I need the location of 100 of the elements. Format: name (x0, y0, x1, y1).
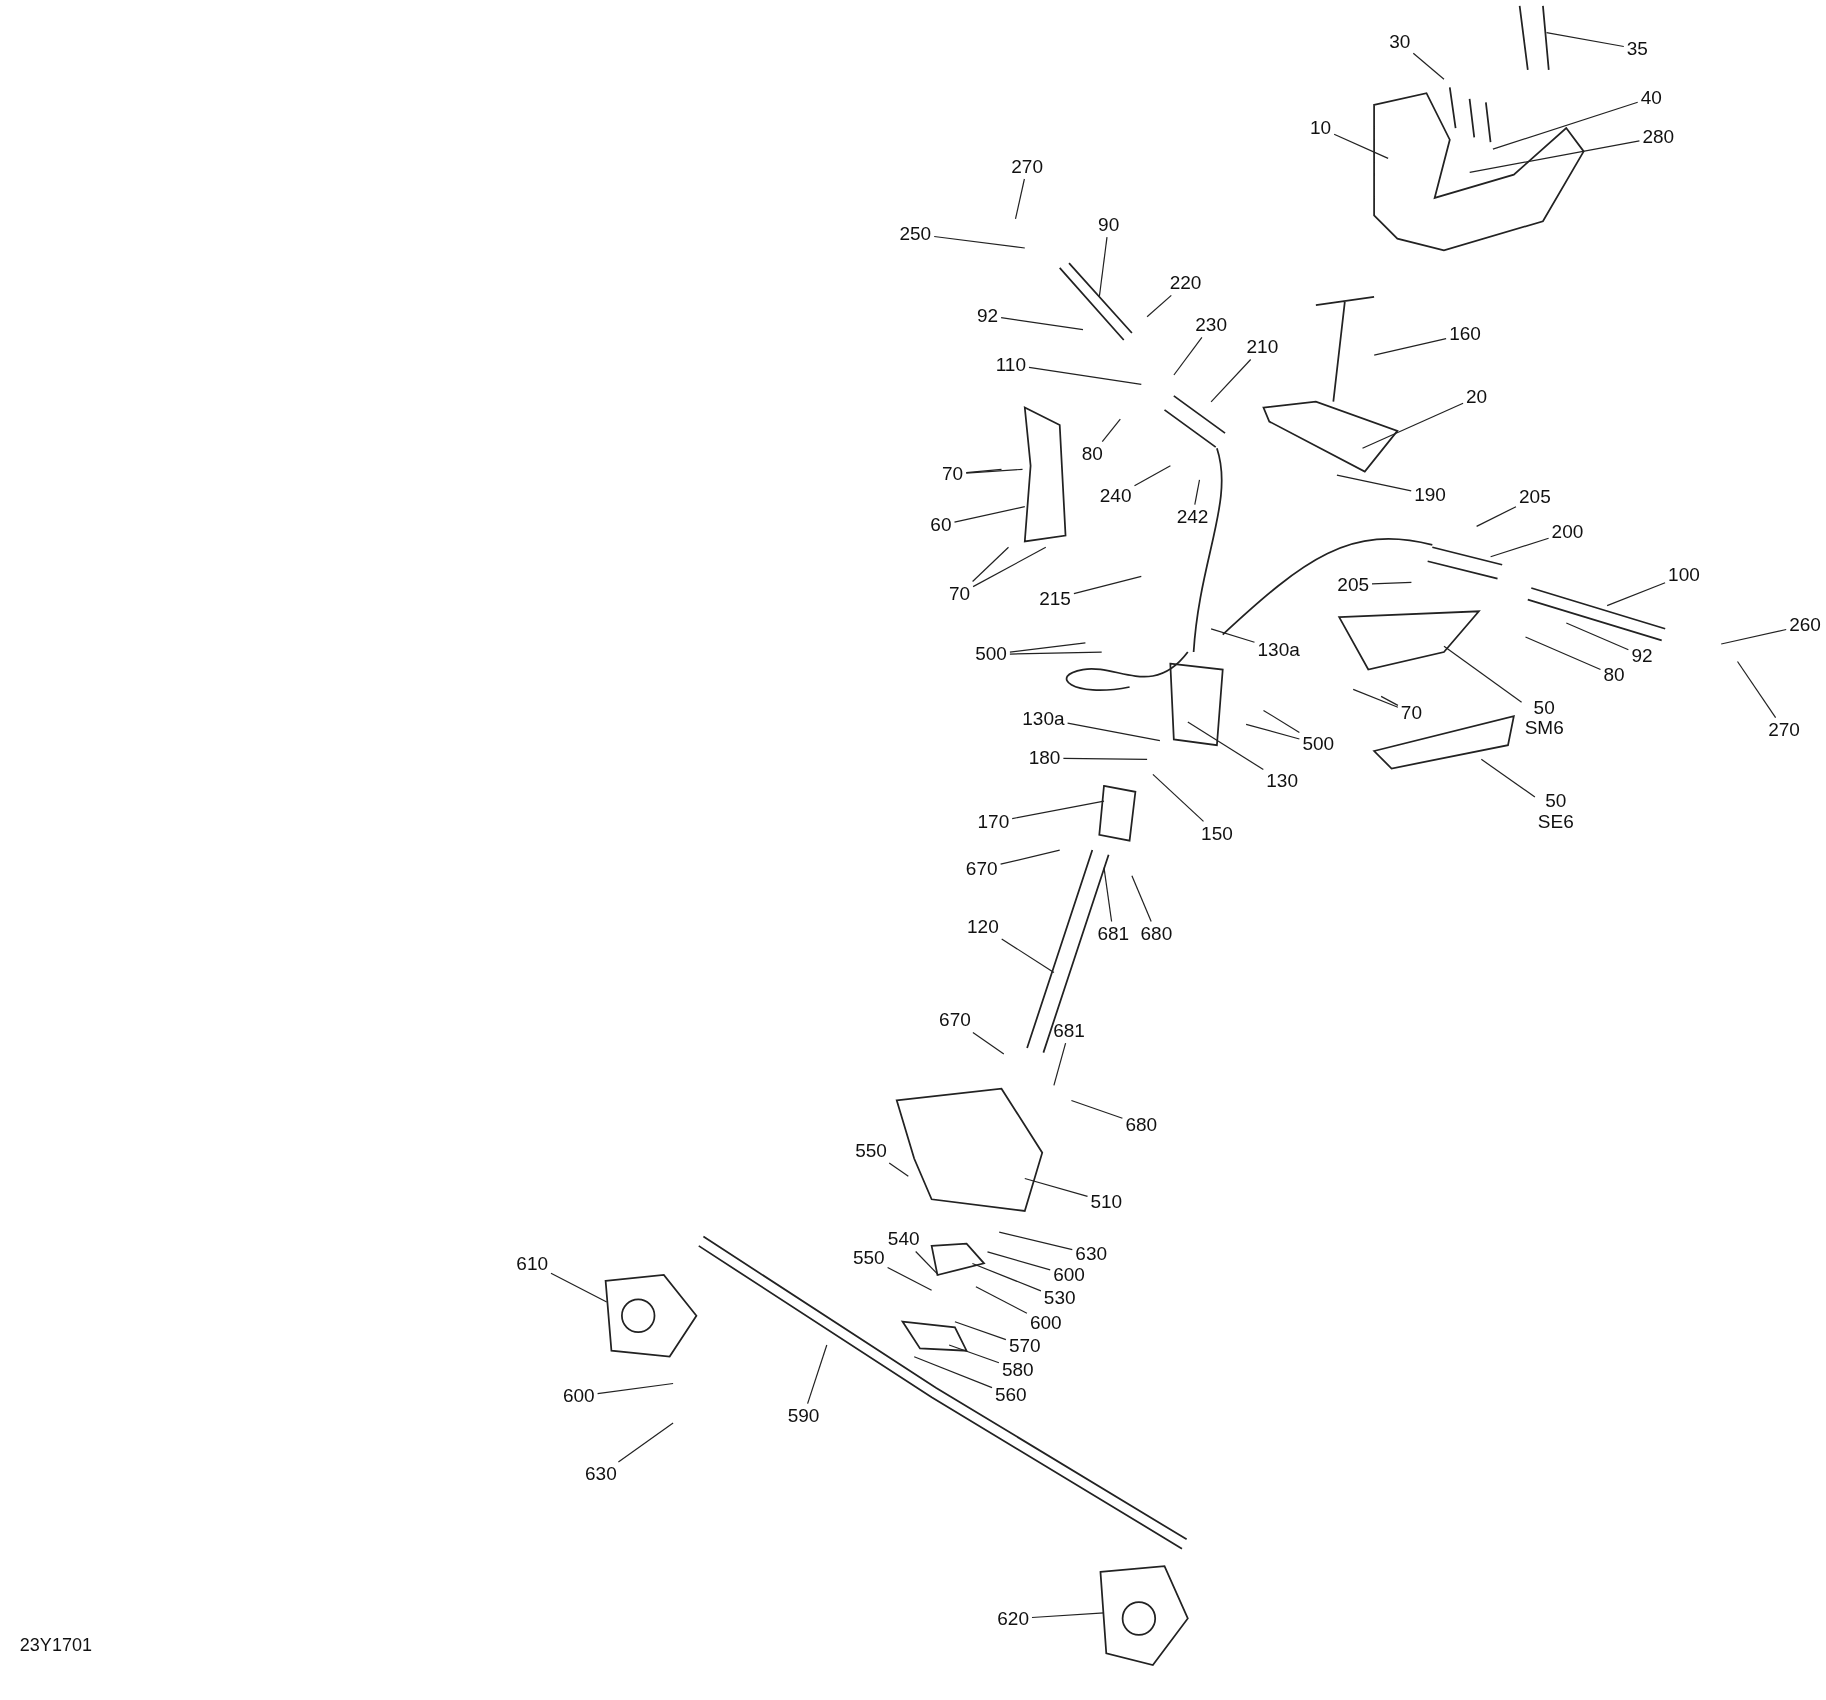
callout-number: 160 (1449, 323, 1481, 345)
callout-number: 92 (976, 305, 999, 326)
leader-line (1412, 52, 1445, 80)
leader-line (1371, 581, 1412, 585)
callout-number: 30 (1389, 31, 1411, 53)
leader-line (972, 1032, 1005, 1055)
leader-line (1187, 721, 1264, 771)
callout-number: 50 SE6 (1537, 790, 1574, 833)
callout-number: 92 (1631, 645, 1653, 667)
callout-number: 260 (1789, 614, 1821, 636)
leader-line (550, 1272, 608, 1303)
callout-number: 200 (1551, 521, 1584, 543)
callout-number: 130 (1266, 770, 1298, 792)
callout-number: 35 (1626, 38, 1648, 60)
leader-line (1443, 645, 1523, 703)
leader-line (1146, 294, 1172, 318)
callout-number: 10 (1310, 117, 1332, 139)
leader-line (1469, 140, 1640, 173)
leader-line (807, 1344, 828, 1405)
callout-number: 180 (1028, 747, 1061, 769)
leader-line (1031, 1612, 1105, 1619)
leader-line (1073, 575, 1142, 595)
leader-line (1352, 688, 1399, 708)
callout-number: 40 (1640, 87, 1662, 109)
callout-number: 50 SM6 (1524, 697, 1564, 740)
callout-number: 680 (1140, 923, 1173, 945)
callout-number: 590 (787, 1405, 820, 1427)
callout-number: 600 (1053, 1264, 1085, 1286)
leader-line (972, 546, 1010, 583)
callout-number: 620 (997, 1608, 1029, 1630)
leader-line (1210, 358, 1252, 403)
leader-line (1070, 1099, 1123, 1119)
leader-line (954, 1321, 1007, 1341)
callout-number: 510 (1090, 1191, 1123, 1213)
callout-number: 570 (1008, 1335, 1041, 1357)
leader-line (913, 1356, 993, 1389)
callout-number: 550 (855, 1140, 887, 1161)
callout-number: 60 (930, 514, 952, 536)
callout-number: 80 (1081, 443, 1103, 465)
callout-number: 220 (1169, 272, 1202, 294)
leader-line (986, 1251, 1051, 1271)
callout-number: 130a (1257, 639, 1300, 661)
drawing-number: 23Y1701 (19, 1635, 92, 1656)
leader-line (887, 1266, 933, 1291)
leader-line (1361, 402, 1464, 449)
callout-number: 670 (965, 858, 998, 880)
callout-number: 110 (995, 354, 1026, 375)
leader-line (975, 1286, 1028, 1314)
leader-line (1053, 1042, 1067, 1086)
leader-line (1262, 709, 1300, 734)
leader-line (1545, 32, 1625, 48)
callout-number: 670 (939, 1009, 971, 1031)
leader-line (1028, 366, 1142, 385)
callout-number: 600 (562, 1385, 595, 1407)
leader-line (1062, 757, 1148, 760)
leader-line (1606, 582, 1666, 607)
callout-number: 630 (585, 1463, 617, 1485)
leader-line (1131, 875, 1152, 923)
callout-number: 70 (1400, 702, 1422, 724)
callout-number: 210 (1246, 336, 1279, 358)
leader-line (1014, 178, 1025, 220)
leader-line (915, 1250, 940, 1276)
callout-number: 150 (1201, 823, 1233, 845)
leader-line (933, 235, 1026, 249)
leader-line (1173, 336, 1203, 376)
leader-line (965, 468, 1024, 474)
callout-number: 70 (949, 583, 971, 605)
leader-line (1009, 651, 1103, 655)
leader-line (1001, 938, 1055, 973)
leader-line (1245, 723, 1300, 740)
callout-number: 90 (1098, 214, 1120, 236)
callout-number: 681 (1097, 923, 1130, 945)
leader-line (1333, 133, 1389, 159)
leader-line (1490, 537, 1550, 558)
leader-line (971, 1262, 1042, 1292)
leader-line (1524, 636, 1602, 671)
leader-line (1210, 628, 1256, 643)
leader-line (998, 1231, 1073, 1251)
leader-line (1476, 506, 1517, 527)
leader-line (1336, 474, 1412, 492)
callout-number: 500 (975, 644, 1007, 665)
callout-number: 680 (1125, 1114, 1158, 1136)
callout-number: 70 (942, 463, 964, 485)
callout-number: 190 (1414, 484, 1446, 506)
callout-number: 240 (1099, 485, 1132, 507)
leader-line (953, 506, 1026, 523)
leader-line (1480, 758, 1536, 798)
leader-line (1380, 695, 1399, 706)
leader-line (1492, 101, 1639, 150)
callout-number: 270 (1011, 156, 1043, 177)
callout-number: 580 (1001, 1359, 1034, 1380)
leader-line (1024, 1177, 1089, 1197)
leader-line (1067, 722, 1161, 742)
callout-number: 205 (1519, 486, 1551, 508)
leader-line (1098, 236, 1108, 298)
callout-number: 270 (1768, 719, 1800, 741)
leader-line (888, 1162, 909, 1177)
leader-line (617, 1422, 674, 1463)
leader-line (1103, 867, 1113, 923)
callout-number: 230 (1195, 314, 1227, 336)
